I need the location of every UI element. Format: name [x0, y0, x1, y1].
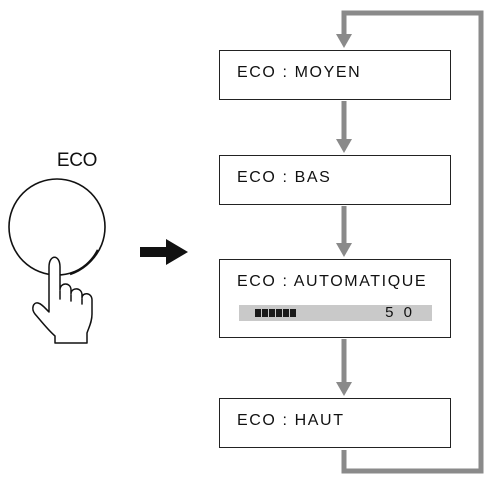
menu-item-haut: ECO : HAUT [219, 398, 451, 448]
menu-item-label: ECO : MOYEN [237, 64, 362, 81]
down-arrow-3 [336, 339, 352, 396]
down-arrow-1 [336, 101, 352, 153]
right-arrow-icon [140, 239, 188, 265]
menu-item-label: ECO : BAS [237, 169, 332, 186]
menu-item-automatique: ECO : AUTOMATIQUE 5 0 [219, 259, 451, 338]
loop-arrowhead [336, 34, 352, 48]
menu-item-moyen: ECO : MOYEN [219, 50, 451, 100]
eco-level-segment [262, 309, 268, 317]
eco-level-segment [255, 309, 261, 317]
loop-back-connector [341, 10, 484, 474]
eco-level-segment [283, 309, 289, 317]
eco-level-fill [255, 309, 296, 317]
down-arrow-2 [336, 206, 352, 257]
eco-level-bar: 5 0 [239, 304, 432, 321]
menu-item-bas: ECO : BAS [219, 155, 451, 205]
eco-level-value: 5 0 [385, 304, 415, 321]
eco-button-shadow-arc [69, 249, 100, 276]
menu-item-label: ECO : HAUT [237, 412, 345, 429]
eco-level-segment [269, 309, 275, 317]
eco-level-segment [276, 309, 282, 317]
menu-item-label: ECO : AUTOMATIQUE [237, 273, 428, 290]
eco-level-segment [290, 309, 296, 317]
hand-press-icon [32, 256, 93, 344]
eco-button-label: ECO [56, 150, 98, 171]
